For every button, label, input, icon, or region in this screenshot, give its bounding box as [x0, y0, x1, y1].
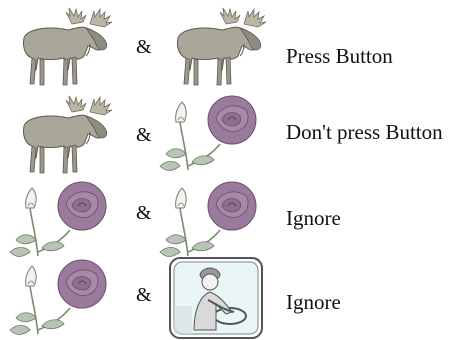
connector-ampersand: & [136, 124, 152, 147]
connector-ampersand: & [136, 202, 152, 225]
instruction-label: Ignore [286, 206, 341, 231]
moose-image [164, 4, 276, 88]
instruction-label: Press Button [286, 44, 393, 69]
flower-image [158, 92, 270, 176]
flower-image [8, 256, 120, 340]
flower-image [8, 178, 120, 262]
rule-row-3: & Ignore [0, 178, 460, 262]
flower-image [158, 178, 270, 262]
rule-row-2: & Don't press Button [0, 92, 460, 176]
connector-ampersand: & [136, 284, 152, 307]
rule-row-1: & Press Button [0, 4, 460, 88]
connector-ampersand: & [136, 36, 152, 59]
instruction-label: Ignore [286, 290, 341, 315]
moose-image [10, 92, 122, 176]
moose-image [10, 4, 122, 88]
driver-image [164, 256, 276, 340]
instruction-label: Don't press Button [286, 120, 443, 145]
rule-row-4: & Ignore [0, 256, 460, 340]
